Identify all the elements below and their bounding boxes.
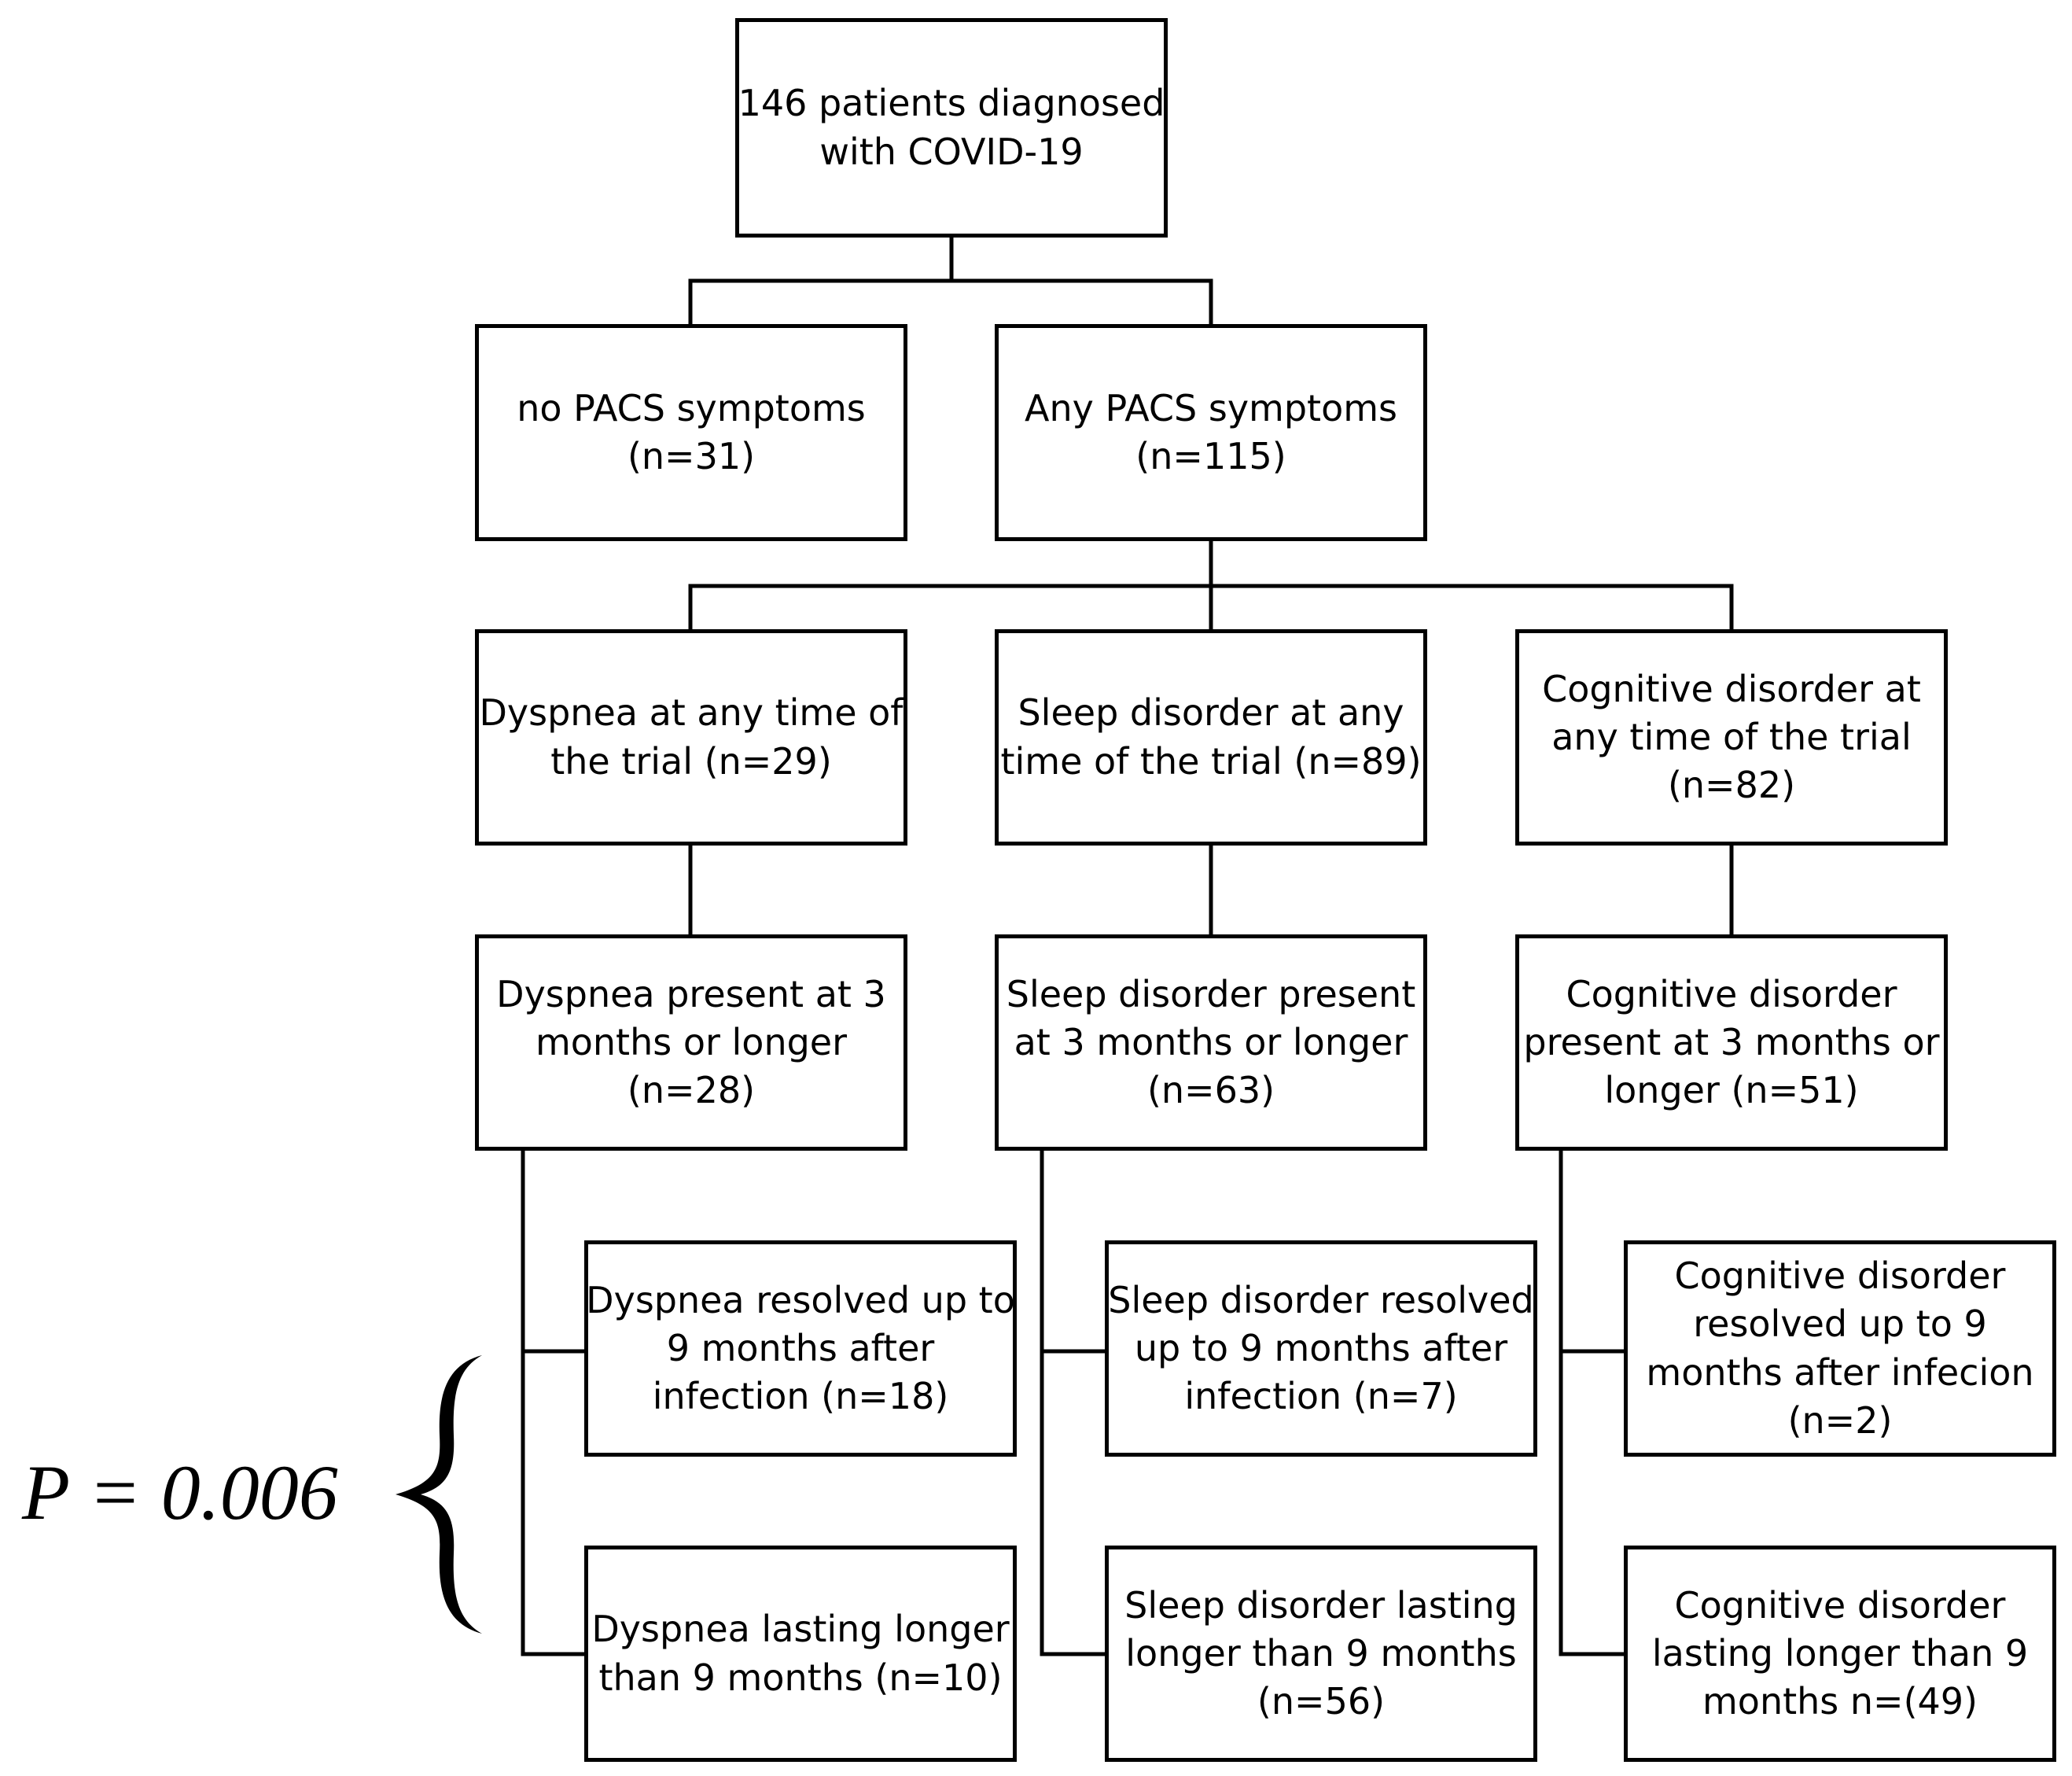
node-root: 146 patients diagnosed with COVID-19 [735,18,1168,238]
node-sleep-resolved-line: infection (n=7) [1184,1375,1458,1418]
node-dyspnea-any-text: Dyspnea at any time of the trial (n=29) [480,689,904,785]
node-cognitive-3m: Cognitive disorder present at 3 months o… [1515,934,1948,1151]
node-sleep-lasting-line: Sleep disorder lasting [1124,1583,1518,1627]
node-cognitive-3m-line: present at 3 months or [1523,1020,1940,1063]
node-dyspnea-resolved: Dyspnea resolved up to 9 months after in… [584,1240,1017,1457]
node-sleep-3m-line: at 3 months or longer [1014,1020,1408,1063]
node-sleep-any-line: Sleep disorder at any [1018,691,1404,735]
node-cognitive-resolved-text: Cognitive disorder resolved up to 9 mont… [1646,1252,2033,1445]
node-cognitive-resolved-line: resolved up to 9 [1693,1303,1987,1346]
node-dyspnea-resolved-line: 9 months after [666,1326,935,1369]
node-no-pacs-line: no PACS symptoms [517,386,866,429]
node-cognitive-any-text: Cognitive disorder at any time of the tr… [1542,665,1921,810]
node-sleep-resolved: Sleep disorder resolved up to 9 months a… [1105,1240,1537,1457]
node-sleep-resolved-line: Sleep disorder resolved [1108,1278,1534,1321]
node-root-line: with COVID-19 [819,130,1084,173]
node-dyspnea-3m: Dyspnea present at 3 months or longer (n… [475,934,907,1151]
node-sleep-lasting-text: Sleep disorder lasting longer than 9 mon… [1124,1582,1518,1726]
node-dyspnea-any: Dyspnea at any time of the trial (n=29) [475,629,907,846]
node-sleep-resolved-text: Sleep disorder resolved up to 9 months a… [1108,1277,1533,1421]
node-cognitive-any: Cognitive disorder at any time of the tr… [1515,629,1948,846]
node-dyspnea-resolved-text: Dyspnea resolved up to 9 months after in… [586,1277,1015,1421]
node-no-pacs-text: no PACS symptoms (n=31) [517,385,865,481]
node-root-text: 146 patients diagnosed with COVID-19 [738,79,1165,175]
node-sleep-lasting-line: (n=56) [1257,1680,1386,1723]
p-value-label: P = 0.006 [22,1449,338,1536]
node-any-pacs-text: Any PACS symptoms (n=115) [1025,385,1397,481]
node-dyspnea-any-line: Dyspnea at any time of [479,691,904,735]
node-dyspnea-lasting-text: Dyspnea lasting longer than 9 months (n=… [591,1605,1009,1701]
node-cognitive-lasting-line: Cognitive disorder [1674,1583,2006,1627]
node-any-pacs: Any PACS symptoms (n=115) [995,324,1427,541]
node-cognitive-any-line: (n=82) [1667,764,1796,807]
node-sleep-lasting: Sleep disorder lasting longer than 9 mon… [1105,1546,1537,1762]
node-dyspnea-lasting-line: Dyspnea lasting longer [591,1608,1010,1651]
node-cognitive-any-line: Cognitive disorder at [1542,667,1921,710]
node-sleep-3m-line: Sleep disorder present [1006,972,1416,1015]
node-cognitive-resolved-line: Cognitive disorder [1674,1255,2006,1298]
node-dyspnea-any-line: the trial (n=29) [550,739,832,783]
node-sleep-3m-text: Sleep disorder present at 3 months or lo… [1007,971,1416,1115]
node-any-pacs-line: Any PACS symptoms [1024,386,1397,429]
node-cognitive-resolved-line: (n=2) [1787,1398,1893,1442]
node-cognitive-any-line: any time of the trial [1551,715,1912,758]
node-cognitive-lasting-line: lasting longer than 9 [1651,1631,2029,1675]
node-sleep-lasting-line: longer than 9 months [1125,1631,1517,1675]
node-sleep-3m: Sleep disorder present at 3 months or lo… [995,934,1427,1151]
node-sleep-3m-line: (n=63) [1146,1069,1275,1112]
node-cognitive-3m-text: Cognitive disorder present at 3 months o… [1523,971,1939,1115]
node-dyspnea-3m-text: Dyspnea present at 3 months or longer (n… [496,971,886,1115]
node-sleep-any-text: Sleep disorder at any time of the trial … [1000,689,1421,785]
node-cognitive-3m-line: longer (n=51) [1604,1069,1859,1112]
node-root-line: 146 patients diagnosed [738,82,1165,125]
node-cognitive-lasting: Cognitive disorder lasting longer than 9… [1624,1546,2056,1762]
node-no-pacs-line: (n=31) [627,435,756,477]
node-dyspnea-3m-line: (n=28) [627,1069,756,1112]
node-dyspnea-lasting: Dyspnea lasting longer than 9 months (n=… [584,1546,1017,1762]
node-cognitive-lasting-text: Cognitive disorder lasting longer than 9… [1652,1582,2028,1726]
node-cognitive-lasting-line: months n=(49) [1702,1680,1978,1723]
node-dyspnea-3m-line: months or longer [535,1020,848,1063]
curly-brace-icon [396,1355,482,1634]
node-cognitive-resolved-line: months after infecion [1646,1350,2034,1394]
node-dyspnea-3m-line: Dyspnea present at 3 [496,972,886,1015]
node-dyspnea-resolved-line: Dyspnea resolved up to [586,1278,1015,1321]
node-cognitive-3m-line: Cognitive disorder [1566,972,1897,1015]
node-sleep-any-line: time of the trial (n=89) [1000,739,1422,783]
node-sleep-resolved-line: up to 9 months after [1134,1326,1508,1369]
node-dyspnea-lasting-line: than 9 months (n=10) [598,1656,1003,1699]
node-any-pacs-line: (n=115) [1135,435,1286,477]
node-sleep-any: Sleep disorder at any time of the trial … [995,629,1427,846]
node-no-pacs: no PACS symptoms (n=31) [475,324,907,541]
node-cognitive-resolved: Cognitive disorder resolved up to 9 mont… [1624,1240,2056,1457]
node-dyspnea-resolved-line: infection (n=18) [652,1375,949,1418]
